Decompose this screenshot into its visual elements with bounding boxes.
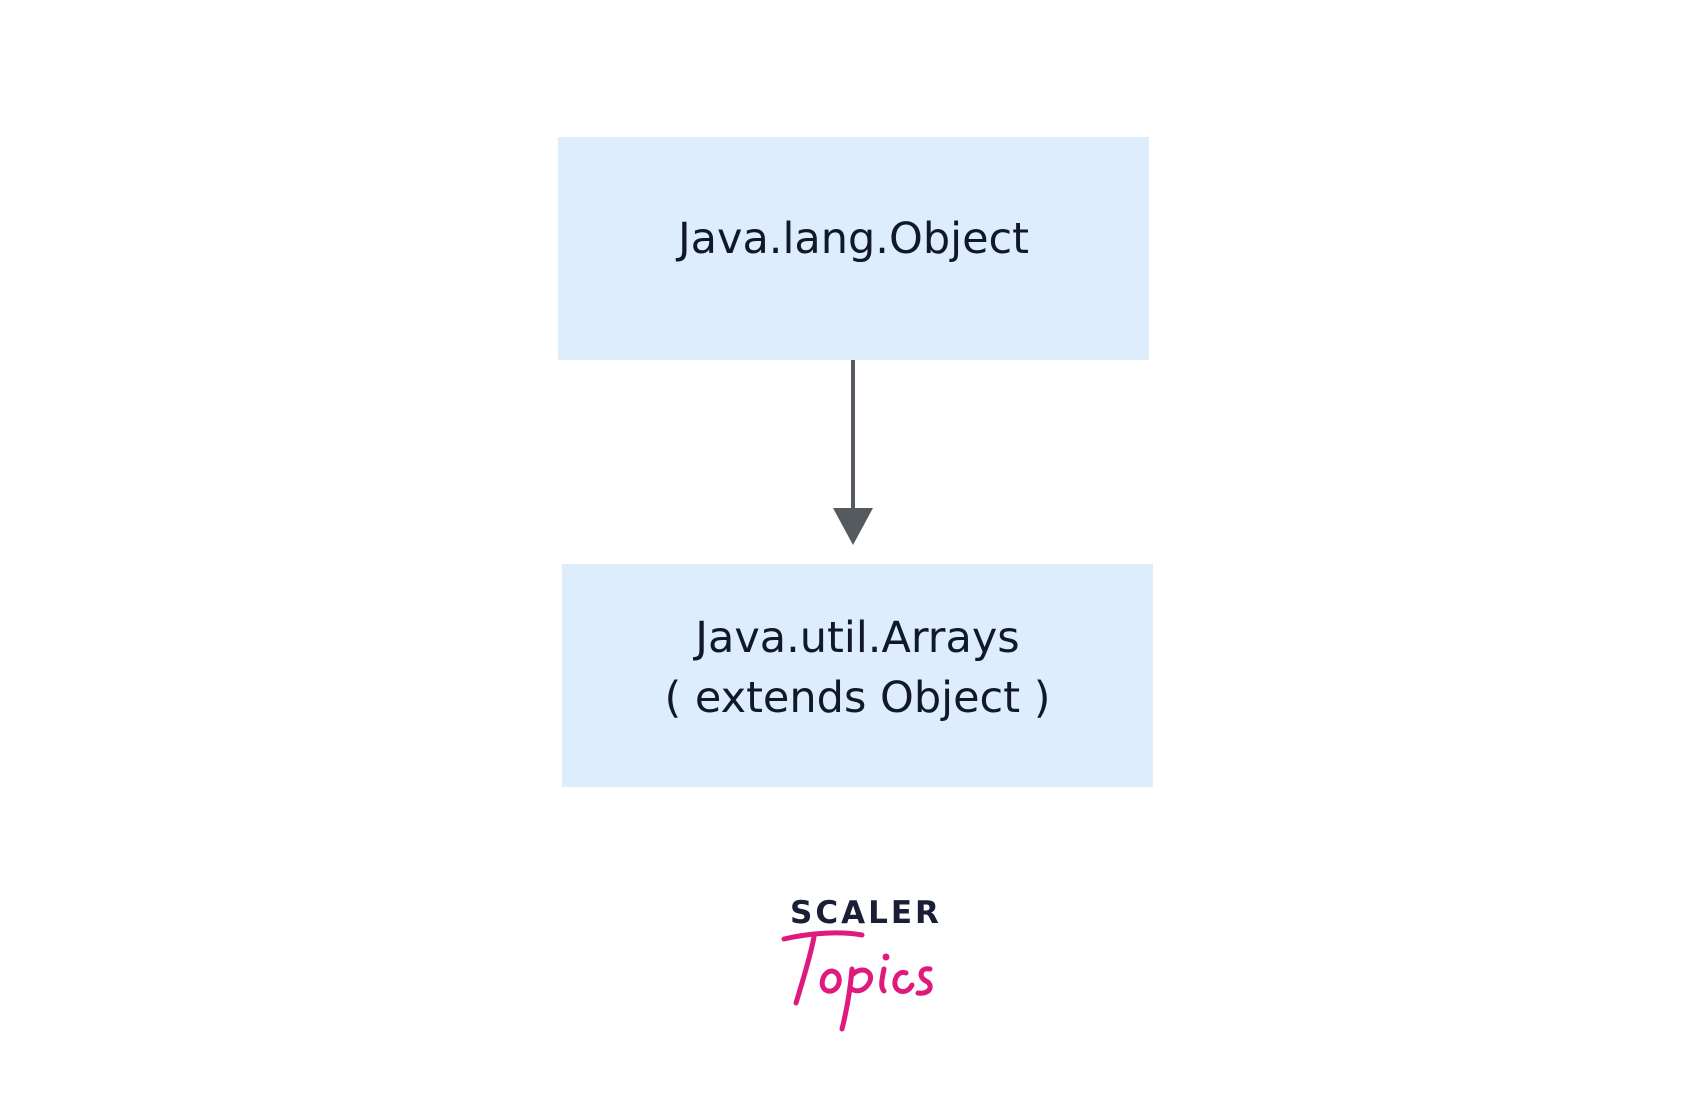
node-label: Java.util.Arrays bbox=[695, 612, 1020, 663]
node-label: Java.lang.Object bbox=[677, 213, 1030, 264]
arrow-head bbox=[833, 508, 873, 545]
scaler-topics-logo: SCALER bbox=[780, 895, 942, 1032]
logo-brand-word: SCALER bbox=[790, 895, 942, 931]
logo-script-word bbox=[781, 930, 933, 1032]
node-java-util-arrays: Java.util.Arrays ( extends Object ) bbox=[562, 564, 1153, 787]
node-java-lang-object: Java.lang.Object bbox=[558, 137, 1149, 360]
node-sublabel: ( extends Object ) bbox=[664, 672, 1051, 723]
